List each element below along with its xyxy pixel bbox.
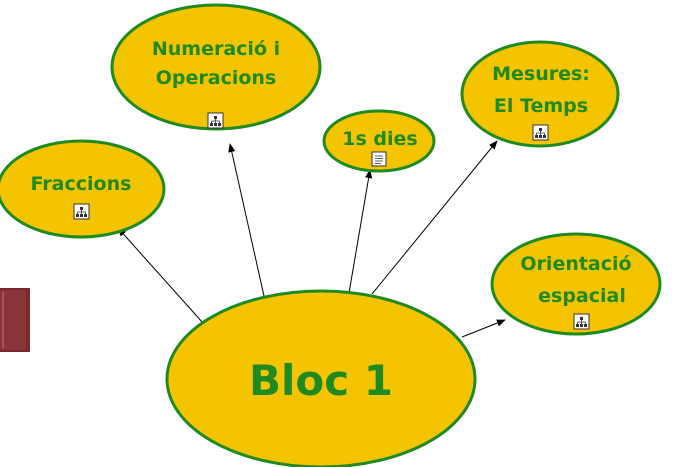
- node-mesures-line-1: Mesures:: [492, 63, 590, 85]
- node-numeracio-line-1: Numeració i: [152, 38, 280, 60]
- node-dies-shape[interactable]: [322, 109, 436, 173]
- edge-fraccions: [117, 227, 204, 324]
- edge-mesures: [371, 140, 498, 295]
- node-mesures[interactable]: Mesures: El Temps: [460, 40, 620, 148]
- edges: [117, 140, 506, 338]
- node-orientacio-line-1: Orientació: [520, 253, 631, 275]
- edge-orientacio: [461, 319, 506, 338]
- node-fraccions-shape[interactable]: [0, 139, 166, 239]
- concept-map-icon[interactable]: [573, 313, 590, 330]
- concept-map-icon[interactable]: [73, 203, 90, 220]
- node-orientacio-line-2: espacial: [538, 285, 626, 307]
- concept-map-icon[interactable]: [207, 112, 224, 129]
- node-dies-line-1: 1s dies: [342, 128, 417, 150]
- center-node[interactable]: Bloc 1: [165, 289, 477, 467]
- node-fraccions[interactable]: Fraccions: [0, 139, 166, 239]
- node-numeracio-shape[interactable]: [110, 3, 322, 131]
- center-node-shape[interactable]: [165, 289, 477, 467]
- node-orientacio-shape[interactable]: [490, 232, 662, 336]
- concept-map-icon[interactable]: [532, 124, 549, 141]
- node-mesures-line-2: El Temps: [494, 95, 588, 117]
- node-orientacio[interactable]: Orientació espacial: [490, 232, 662, 336]
- node-numeracio-line-2: Operacions: [156, 67, 277, 89]
- node-dies[interactable]: 1s dies: [322, 109, 436, 173]
- edge-numeracio: [228, 143, 265, 297]
- node-numeracio[interactable]: Numeració i Operacions: [110, 3, 322, 131]
- node-mesures-shape[interactable]: [460, 40, 620, 148]
- center-node-label: Bloc 1: [249, 356, 393, 405]
- document-icon[interactable]: [371, 151, 387, 167]
- book-image: [0, 288, 30, 352]
- node-fraccions-line-1: Fraccions: [31, 173, 132, 195]
- edge-dies: [348, 169, 373, 294]
